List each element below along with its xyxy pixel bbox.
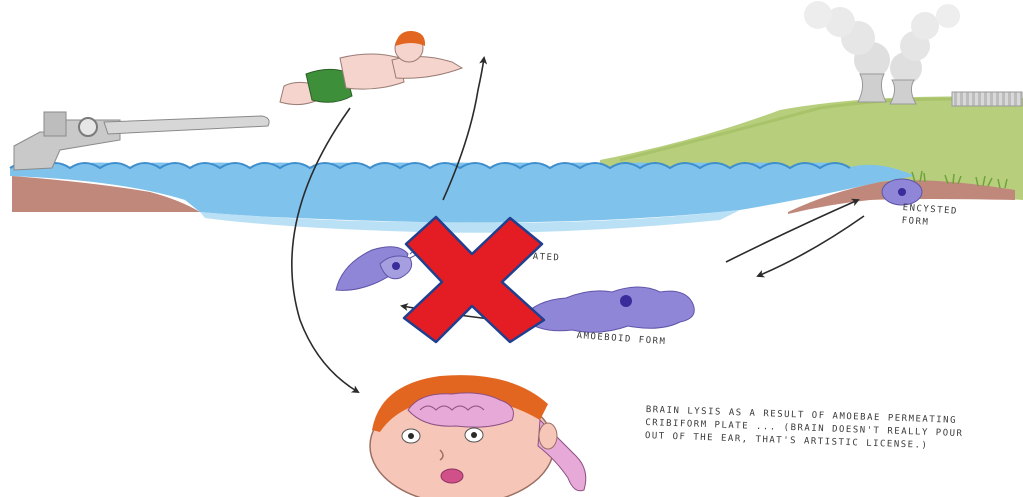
red-x-mark-icon xyxy=(404,217,544,342)
encysted-form-label: ENCYSTED FORM xyxy=(901,202,983,234)
dock-base xyxy=(14,120,120,170)
arrow-to-encysted xyxy=(726,200,858,262)
flagellated-form-label: ATED xyxy=(532,251,583,267)
cooling-tower xyxy=(890,80,916,104)
dock-post xyxy=(44,112,66,136)
dock-wheel xyxy=(79,118,97,136)
swimmer-figure xyxy=(280,31,462,105)
amoeboid-form xyxy=(522,287,694,332)
arrow-from-encysted xyxy=(758,216,864,276)
encysted-nucleus xyxy=(898,188,906,196)
arrow-to-brain xyxy=(292,108,358,392)
cooling-tower xyxy=(858,74,886,102)
factory-building xyxy=(952,92,1022,106)
brain-lysis-head xyxy=(370,375,586,497)
diving-board xyxy=(104,116,269,134)
ear xyxy=(539,423,557,449)
mouth xyxy=(441,469,463,483)
factory-smoke xyxy=(804,1,960,84)
